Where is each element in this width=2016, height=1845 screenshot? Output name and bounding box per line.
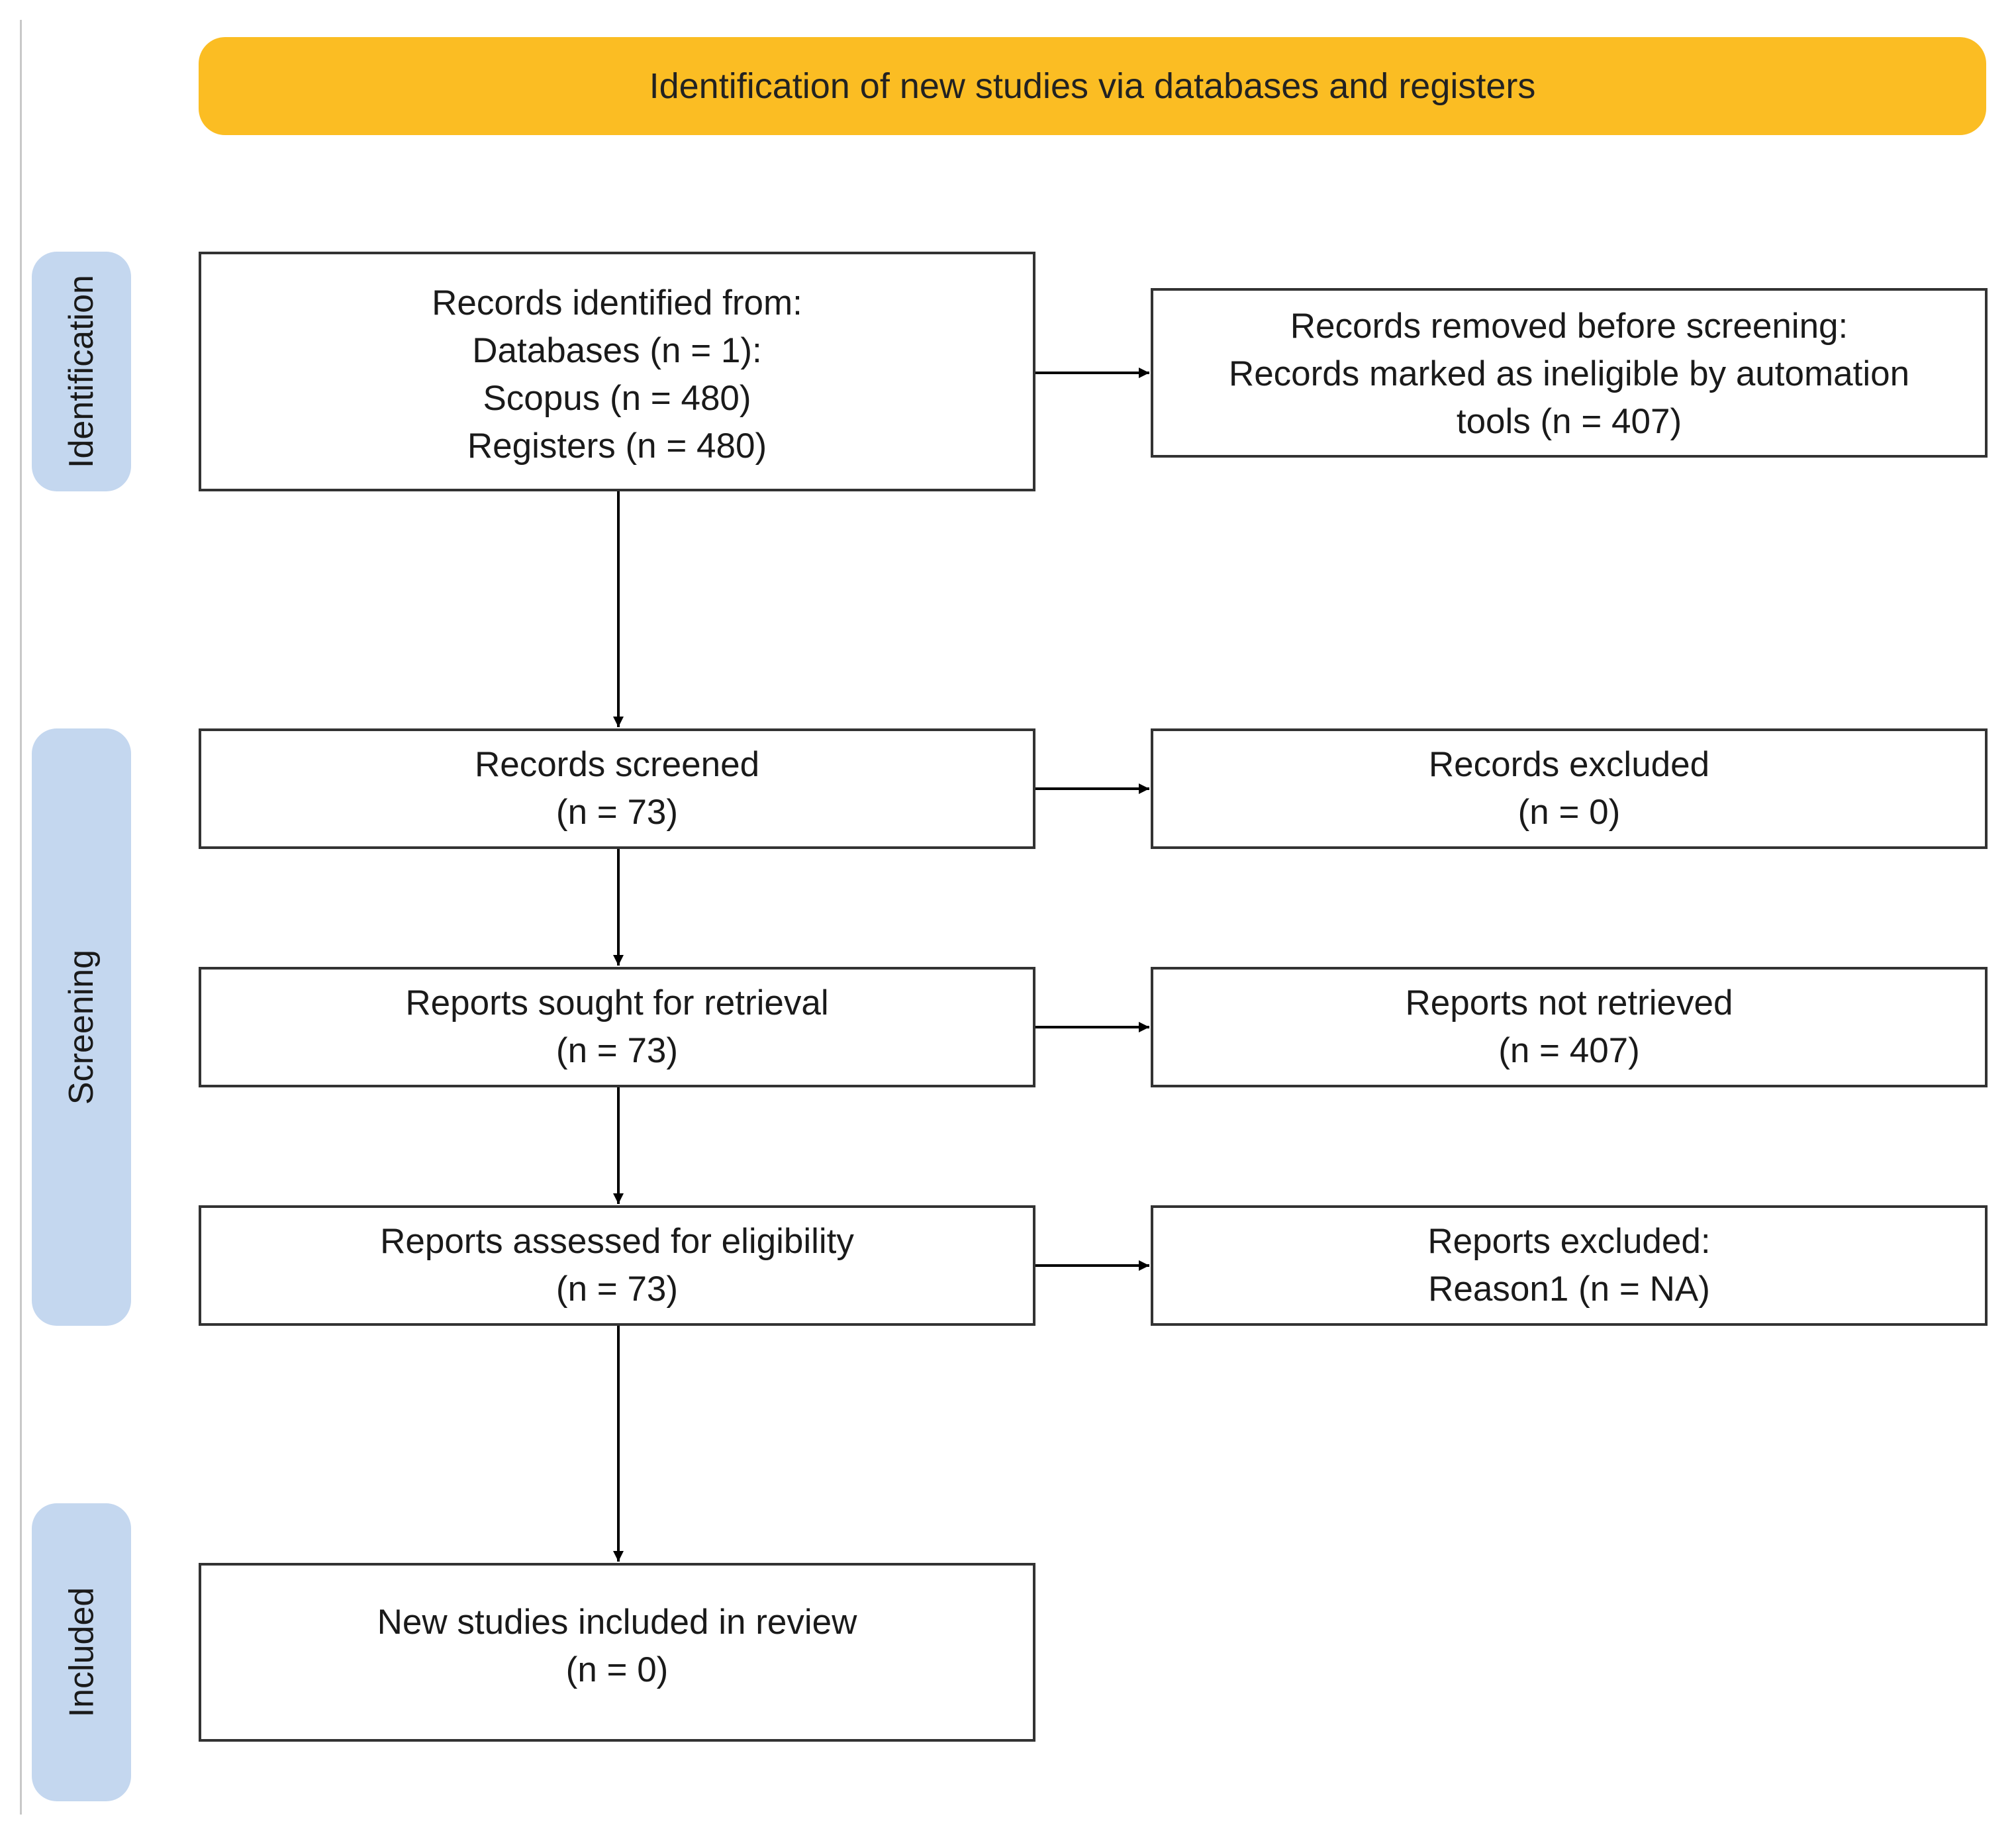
box-reports-excluded-text: Reports excluded: Reason1 (n = NA) [1427, 1222, 1711, 1309]
box-records-removed-text: Records removed before screening: Record… [1228, 307, 1910, 441]
box-reports-excluded: Reports excluded: Reason1 (n = NA) [1151, 1205, 1988, 1326]
phase-identification: Identification [32, 252, 131, 491]
box-records-excluded-text: Records excluded (n = 0) [1428, 745, 1710, 832]
box-reports-not-retrieved: Reports not retrieved (n = 407) [1151, 967, 1988, 1087]
box-records-identified: Records identified from: Databases (n = … [199, 252, 1035, 491]
box-reports-sought-text: Reports sought for retrieval (n = 73) [405, 983, 829, 1070]
box-records-excluded: Records excluded (n = 0) [1151, 728, 1988, 849]
box-reports-assessed: Reports assessed for eligibility (n = 73… [199, 1205, 1035, 1326]
box-records-identified-text: Records identified from: Databases (n = … [432, 283, 802, 466]
box-reports-not-retrieved-text: Reports not retrieved (n = 407) [1405, 983, 1733, 1070]
left-frame-line [20, 20, 22, 1815]
box-records-removed: Records removed before screening: Record… [1151, 288, 1988, 458]
box-reports-sought: Reports sought for retrieval (n = 73) [199, 967, 1035, 1087]
box-studies-included-text: New studies included in review (n = 0) [377, 1603, 857, 1689]
box-records-screened-text: Records screened (n = 73) [474, 745, 760, 832]
phase-included: Included [32, 1503, 131, 1801]
box-records-screened: Records screened (n = 73) [199, 728, 1035, 849]
box-studies-included: New studies included in review (n = 0) [199, 1563, 1035, 1742]
banner-title-text: Identification of new studies via databa… [649, 66, 1536, 106]
phase-screening: Screening [32, 728, 131, 1326]
box-reports-assessed-text: Reports assessed for eligibility (n = 73… [380, 1222, 854, 1309]
banner-title: Identification of new studies via databa… [199, 37, 1986, 135]
